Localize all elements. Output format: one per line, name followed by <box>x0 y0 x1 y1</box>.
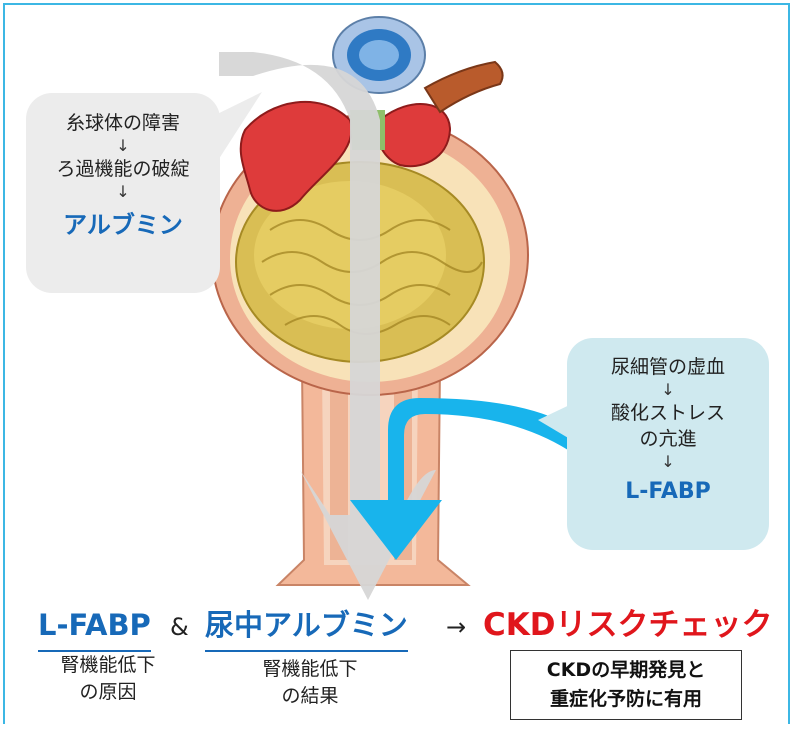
lfabp-heading: L-FABP <box>38 606 151 652</box>
efferent-arteriole <box>425 62 503 112</box>
glomerular-damage-bubble: 糸球体の障害 ↓ ろ過機能の破綻 ↓ アルブミン <box>26 93 220 293</box>
lfabp-label: L-FABP <box>567 476 769 508</box>
filtration-failure-text: ろ過機能の破綻 <box>26 156 220 182</box>
lfabp-caption: 腎機能低下 の原因 <box>48 652 168 706</box>
urine-albumin-heading: 尿中アルブミン <box>205 606 408 652</box>
down-arrow-icon: ↓ <box>567 380 769 400</box>
glomerular-damage-text: 糸球体の障害 <box>26 110 220 136</box>
down-arrow-icon: ↓ <box>26 182 220 202</box>
albumin-caption-line1: 腎機能低下 <box>250 656 370 683</box>
ckd-box-line2: 重症化予防に有用 <box>511 685 741 714</box>
oxidative-stress-text-2: の亢進 <box>567 426 769 452</box>
albumin-label: アルブミン <box>26 206 220 244</box>
lfabp-caption-line2: の原因 <box>48 679 168 706</box>
lfabp-caption-line1: 腎機能低下 <box>48 652 168 679</box>
ckd-benefit-box: CKDの早期発見と 重症化予防に有用 <box>510 650 742 720</box>
tubular-ischemia-bubble: 尿細管の虚血 ↓ 酸化ストレス の亢進 ↓ L-FABP <box>567 338 769 550</box>
tubular-ischemia-text: 尿細管の虚血 <box>567 354 769 380</box>
ckd-box-line1: CKDの早期発見と <box>511 656 741 685</box>
down-arrow-icon: ↓ <box>567 452 769 472</box>
albumin-caption: 腎機能低下 の結果 <box>250 656 370 710</box>
albumin-caption-line2: の結果 <box>250 683 370 710</box>
right-arrow-icon: → <box>446 610 466 654</box>
ampersand: & <box>170 612 189 656</box>
ckd-risk-check-heading: CKDリスクチェック <box>483 606 773 650</box>
oxidative-stress-text: 酸化ストレス <box>567 400 769 426</box>
down-arrow-icon: ↓ <box>26 136 220 156</box>
